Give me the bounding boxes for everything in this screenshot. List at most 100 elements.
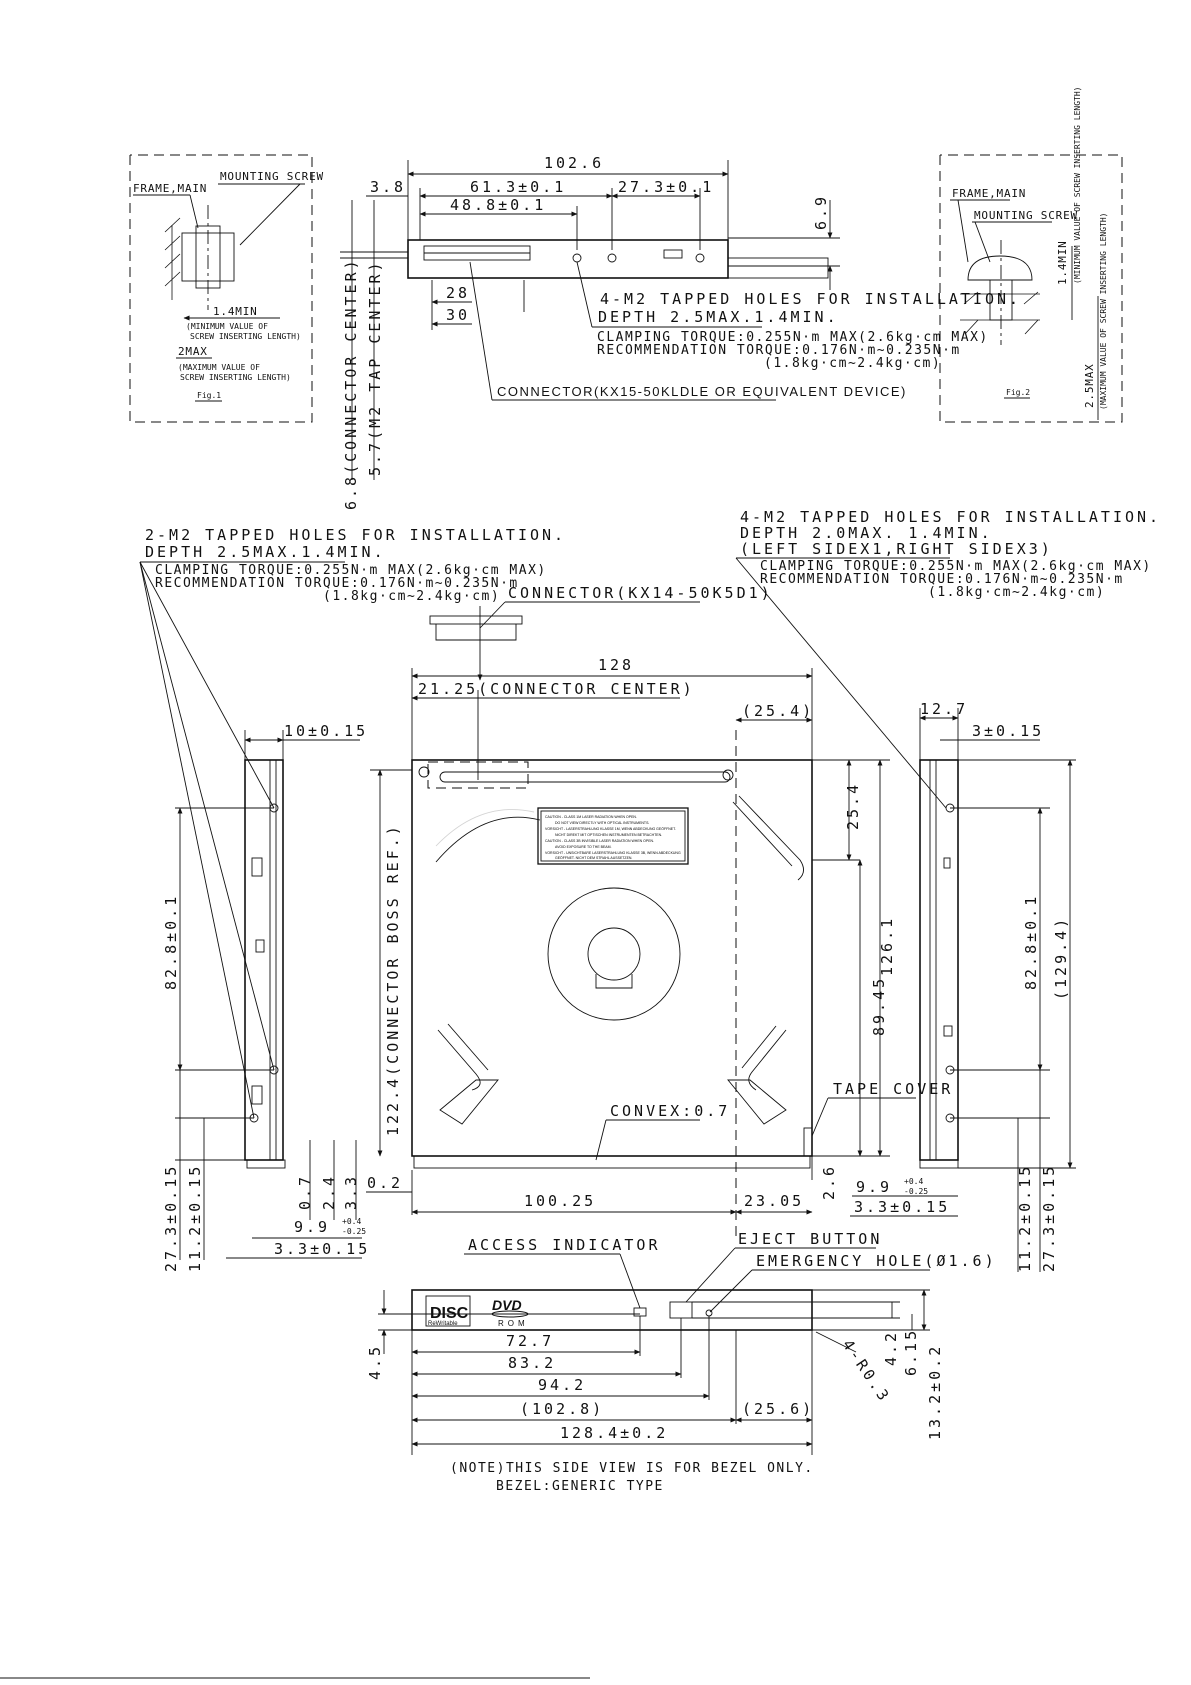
left-note: 2-M2 TAPPED HOLES FOR INSTALLATION. DEPT…: [139, 526, 566, 1119]
left-dim-99: 9.9: [294, 1218, 330, 1236]
right-side-view: 12.7 3±0.15 82.8±0.1 (129.4) 9.9 +0.4 -0…: [850, 700, 1076, 1272]
right-dim-33: 3.3±0.15: [854, 1198, 950, 1216]
bezel-note-1: (NOTE)THIS SIDE VIEW IS FOR BEZEL ONLY.: [450, 1461, 814, 1476]
bezel-dim-727: 72.7: [506, 1332, 554, 1350]
top-vert-connector: 6.8(CONNECTOR CENTER): [342, 257, 360, 510]
top-dim-height: 6.9: [812, 194, 830, 230]
top-dim-a: 61.3±0.1: [470, 178, 566, 196]
main-dim-1261: 126.1: [878, 916, 896, 976]
fig1-caption: Fig.1: [197, 391, 221, 400]
right-dim-273: 27.3±0.15: [1040, 1164, 1058, 1272]
caution-line-3: VORSICHT - LASERSTRAHLUNG KLASSE 1M, WEN…: [545, 827, 676, 831]
top-torque-3: (1.8kg·cm~2.4kg·cm): [764, 356, 941, 371]
fig2-detail: FRAME,MAIN MOUNTING SCREW 1.4MIN (MINIMU…: [939, 87, 1123, 423]
rewritable-text: ReWritable: [428, 1321, 458, 1327]
right-dim-1294: (129.4): [1052, 916, 1070, 1000]
caution-label: [537, 807, 689, 865]
main-dim-254v: 25.4: [844, 782, 862, 830]
top-holes-2: DEPTH 2.5MAX.1.4MIN.: [598, 308, 839, 326]
left-dim-273: 27.3±0.15: [162, 1164, 180, 1272]
left-note-l4: RECOMMENDATION TORQUE:0.176N·m~0.235N·m: [155, 576, 519, 591]
fig1-mounting-screw-label: MOUNTING SCREW: [220, 170, 324, 183]
top-torque-2: RECOMMENDATION TORQUE:0.176N·m~0.235N·m: [597, 343, 961, 358]
fig1-min-note-1: (MINIMUM VALUE OF: [186, 322, 268, 331]
top-view: 102.6 3.8 61.3±0.1 27.3±0.1 48.8±0.1 6.9: [340, 154, 1021, 510]
main-dim-2305: 23.05: [744, 1192, 804, 1210]
access-indicator: [633, 1307, 647, 1317]
right-dim-828: 82.8±0.1: [1022, 894, 1040, 990]
caution-line-1: CAUTION - CLASS 1M LASER RADIATION WHEN …: [545, 815, 637, 819]
caution-line-4: NICHT DIREKT MIT OPTISCHEN INSTRUMENTEN …: [555, 833, 662, 837]
right-note-l6: (1.8kg·cm~2.4kg·cm): [928, 585, 1105, 600]
main-dim-02: 0.2: [367, 1174, 403, 1192]
main-dim-1224: 122.4(CONNECTOR BOSS REF.): [384, 823, 402, 1136]
fig2-screw-head: [967, 255, 1033, 281]
bezel-dim-832: 83.2: [508, 1354, 556, 1372]
fig2-mounting-screw-label: MOUNTING SCREW: [974, 209, 1078, 222]
left-dim-33: 3.3: [342, 1174, 360, 1210]
right-note-l5: RECOMMENDATION TORQUE:0.176N·m~0.235N·m: [760, 572, 1124, 587]
bezel-body: [411, 1289, 813, 1331]
caution-line-2: DO NOT VIEW DIRECTLY WITH OPTICAL INSTRU…: [555, 821, 649, 825]
left-note-l2: DEPTH 2.5MAX.1.4MIN.: [145, 543, 386, 561]
left-dim-10: 10±0.15: [284, 722, 368, 740]
main-dim-2125: 21.25(CONNECTOR CENTER): [418, 680, 695, 698]
bezel-dim-942: 94.2: [538, 1376, 586, 1394]
fig1-max-note-2: SCREW INSERTING LENGTH): [180, 373, 291, 382]
top-dim-30: 30: [446, 306, 470, 324]
caution-line-6: AVOID EXPOSURE TO THE BEAM.: [555, 845, 612, 849]
left-dim-99-tol-dn: -0.25: [342, 1227, 366, 1236]
main-dim-10025: 100.25: [524, 1192, 596, 1210]
fig2-max-note: (MAXIMUM VALUE OF SCREW INSERTING LENGTH…: [1099, 213, 1108, 410]
eject-button[interactable]: [669, 1301, 693, 1319]
top-tray-tail: [727, 257, 829, 279]
left-dim-112: 11.2±0.15: [186, 1164, 204, 1272]
caution-line-8: GEÖFFNET. NICHT DEM STRAHL AUSSETZEN.: [555, 856, 632, 860]
right-note-l4: CLAMPING TORQUE:0.255N·m MAX(2.6kg·cm MA…: [760, 559, 1152, 574]
main-dim-8945: 89.45: [870, 976, 888, 1036]
right-dim-112: 11.2±0.15: [1016, 1164, 1034, 1272]
main-tape-cover: TAPE COVER: [833, 1080, 953, 1098]
right-dim-99-tol-up: +0.4: [904, 1177, 923, 1186]
top-vert-tap: 5.7(M2 TAP CENTER): [366, 259, 384, 476]
left-dim-828: 82.8±0.1: [162, 894, 180, 990]
left-dim-99-tol-up: +0.4: [342, 1217, 361, 1226]
left-note-l5: (1.8kg·cm~2.4kg·cm): [323, 589, 500, 604]
fig2-frame-main-label: FRAME,MAIN: [952, 187, 1026, 200]
fig1-frame-main-label: FRAME,MAIN: [133, 182, 207, 195]
fig1-max-note-1: (MAXIMUM VALUE OF: [178, 363, 260, 372]
right-note: 4-M2 TAPPED HOLES FOR INSTALLATION. DEPT…: [735, 508, 1158, 809]
left-dim-07: 0.7: [296, 1174, 314, 1210]
main-bezel-strip: [413, 1155, 811, 1169]
bezel-dim-256: (25.6): [742, 1400, 814, 1418]
caution-line-5: CAUTION - CLASS 3B INVISIBLE LASER RADIA…: [545, 839, 654, 843]
left-note-l1: 2-M2 TAPPED HOLES FOR INSTALLATION.: [145, 526, 566, 544]
top-dim-c: 48.8±0.1: [450, 196, 546, 214]
main-connector-label: CONNECTOR(KX14-50K5D1): [508, 584, 773, 602]
fig1-detail: FRAME,MAIN MOUNTING SCREW 1.4MIN (MINIMU…: [129, 154, 324, 423]
bezel-dim-42: 4.2: [882, 1330, 900, 1366]
bezel-access-label: ACCESS INDICATOR: [468, 1236, 661, 1254]
bezel-eject-label: EJECT BUTTON: [738, 1230, 882, 1248]
rom-text: ROM: [498, 1319, 529, 1328]
caution-line-7: VORSICHT - UNSICHTBARE LASERSTRAHLUNG KL…: [545, 851, 681, 855]
right-dim-127: 12.7: [920, 700, 968, 718]
main-convex: CONVEX:0.7: [610, 1102, 730, 1120]
right-note-l3: (LEFT SIDEX1,RIGHT SIDEX3): [740, 540, 1053, 558]
fig1-min-note-2: SCREW INSERTING LENGTH): [190, 332, 301, 341]
top-dim-28: 28: [446, 284, 470, 302]
fig2-caption: Fig.2: [1006, 388, 1030, 397]
top-holes-1: 4-M2 TAPPED HOLES FOR INSTALLATION.: [600, 290, 1021, 308]
bezel-dim-132: 13.2±0.2: [926, 1344, 944, 1440]
bezel-dim-1028: (102.8): [520, 1400, 604, 1418]
fig2-min-len: 1.4MIN: [1056, 240, 1069, 285]
bezel-emergency-label: EMERGENCY HOLE(Ø1.6): [756, 1252, 997, 1270]
emergency-hole[interactable]: [705, 1309, 713, 1317]
disc-logo: DISC: [430, 1305, 469, 1322]
top-connector-label: CONNECTOR(KX15-50KLDLE OR EQUIVALENT DEV…: [497, 384, 907, 399]
right-side-body: [919, 759, 959, 1161]
fig2-max-len: 2.5MAX: [1083, 363, 1096, 408]
bezel-view: ACCESS INDICATOR EJECT BUTTON EMERGENCY …: [366, 1230, 997, 1494]
bezel-dim-615: 6.15: [902, 1328, 920, 1376]
